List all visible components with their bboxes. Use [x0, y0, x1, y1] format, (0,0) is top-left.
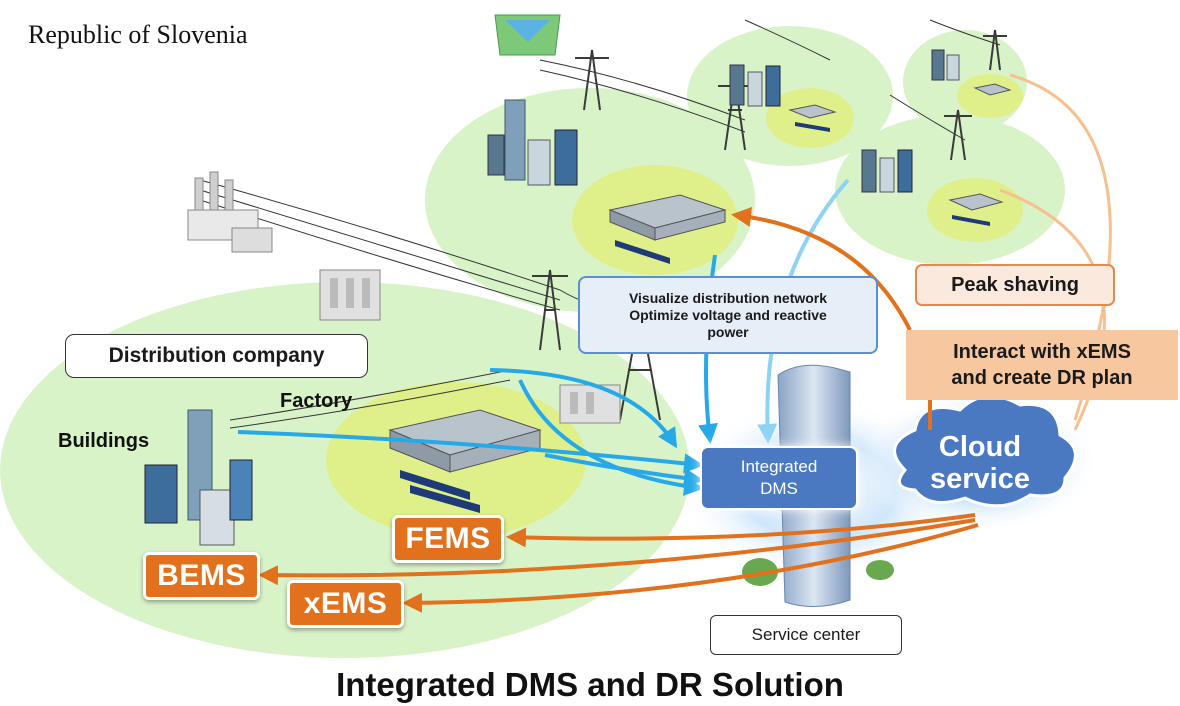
dam-icon: [494, 14, 561, 56]
data-flow-arrows-orange: [258, 73, 1112, 613]
bems-badge: BEMS: [143, 552, 260, 600]
factory-icon-top: [788, 104, 837, 132]
power-lines: [199, 19, 1001, 429]
factory-label: Factory: [280, 390, 353, 412]
factory-icon-right: [948, 193, 1004, 226]
building-cluster-right-top: [931, 49, 960, 81]
visualize-callout: Visualize distribution network Optimize …: [578, 276, 878, 354]
substation-icon: [319, 269, 381, 321]
cloud-service-shape: [856, 390, 1100, 534]
integrated-dms-box: Integrated DMS: [700, 446, 858, 510]
substation-icon-2: [559, 384, 621, 424]
diagram-title: Integrated DMS and DR Solution: [336, 666, 844, 703]
building-cluster-buildings: [144, 409, 253, 546]
power-plant-icon: [187, 171, 273, 253]
fems-badge: FEMS: [392, 515, 504, 563]
peak-shaving-label: Peak shaving: [915, 264, 1115, 306]
building-cluster-right: [861, 149, 913, 193]
service-center-label: Service center: [710, 615, 902, 655]
distribution-company-label: Distribution company: [65, 334, 368, 378]
buildings-label: Buildings: [58, 430, 150, 452]
cloud-service-label: Cloud service: [930, 431, 1030, 495]
xems-badge: xEMS: [287, 580, 404, 628]
building-cluster-top: [729, 64, 781, 107]
factory-icon-center: [608, 194, 727, 264]
building-cluster-center: [487, 99, 578, 186]
interact-dr-plan-label: Interact with xEMS and create DR plan: [906, 330, 1178, 400]
country-name: Republic of Slovenia: [28, 20, 248, 49]
factory-icon-right-top: [973, 83, 1012, 96]
